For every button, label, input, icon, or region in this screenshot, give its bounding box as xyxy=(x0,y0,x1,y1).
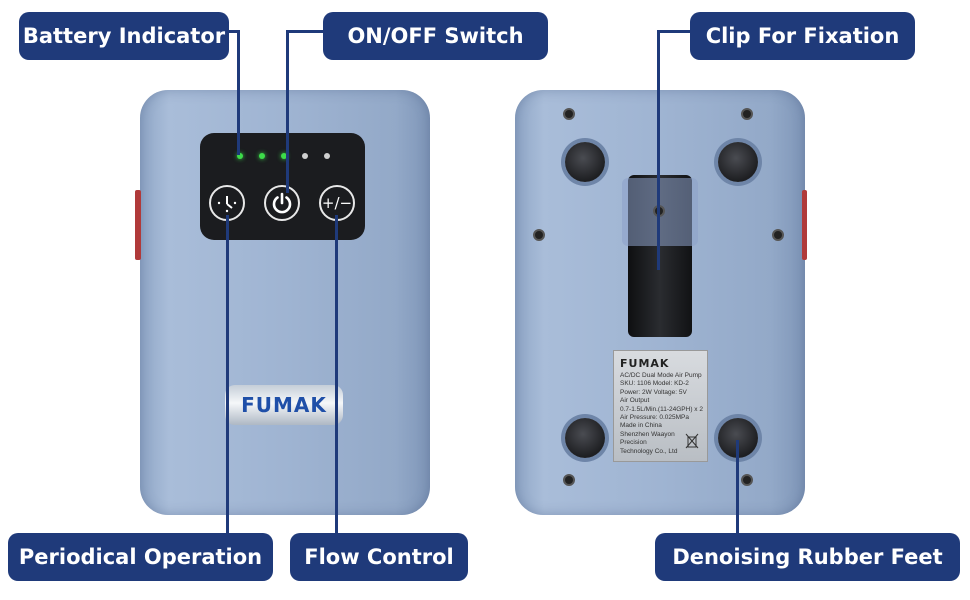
battery-led xyxy=(281,153,287,159)
leader-line xyxy=(286,30,289,193)
clip-for-fixation-label: Clip For Fixation xyxy=(690,12,915,60)
nameplate-line: Made in China xyxy=(620,422,662,430)
front-brand-plate: FUMAK xyxy=(225,385,343,425)
leader-line xyxy=(736,440,739,535)
nameplate-line: SKU: 1106 Model: KD-2 xyxy=(620,380,689,388)
nameplate-line: 0.7-1.5L/Min.(11-24GPH) x 2 xyxy=(620,405,703,413)
screw xyxy=(563,474,575,486)
rubber-foot xyxy=(565,418,605,458)
leader-line xyxy=(657,30,693,33)
screw xyxy=(741,474,753,486)
clock-icon xyxy=(217,196,237,213)
brand-logo: FUMAK xyxy=(241,393,327,417)
battery-led xyxy=(237,153,243,159)
leader-line xyxy=(657,30,660,270)
rubber-foot xyxy=(565,142,605,182)
battery-indicator-label: Battery Indicator xyxy=(19,12,229,60)
battery-led xyxy=(324,153,330,159)
on-off-switch-label: ON/OFF Switch xyxy=(323,12,548,60)
side-button xyxy=(135,190,141,260)
side-button-back xyxy=(802,190,807,260)
denoising-rubber-feet-label: Denoising Rubber Feet xyxy=(655,533,960,581)
periodical-operation-label: Periodical Operation xyxy=(8,533,273,581)
nameplate-brand: FUMAK xyxy=(620,357,670,370)
battery-led xyxy=(302,153,308,159)
leader-line xyxy=(335,215,338,533)
nameplate-line: Air Output xyxy=(620,397,650,405)
nameplate-line: Air Pressure: 0.025MPa xyxy=(620,414,690,422)
flow-control-label: Flow Control xyxy=(290,533,468,581)
screw xyxy=(533,229,545,241)
screw xyxy=(772,229,784,241)
battery-led xyxy=(259,153,265,159)
screw xyxy=(741,108,753,120)
nameplate-line: Power: 2W Voltage: 5V xyxy=(620,388,687,396)
leader-line xyxy=(237,30,240,155)
weee-bin-icon xyxy=(685,433,699,449)
rubber-foot xyxy=(718,142,758,182)
power-icon xyxy=(272,192,292,214)
nameplate-line: AC/DC Dual Mode Air Pump xyxy=(620,372,702,379)
leader-line xyxy=(228,30,240,33)
leader-line xyxy=(286,30,326,33)
power-button[interactable] xyxy=(264,185,300,221)
nameplate-line: Precision xyxy=(620,439,647,447)
control-panel: +/− xyxy=(200,133,365,240)
screw xyxy=(563,108,575,120)
leader-line xyxy=(226,215,229,533)
plus-minus-icon: +/− xyxy=(321,194,353,212)
nameplate-line: Shenzhen Waayon xyxy=(620,430,675,438)
nameplate-line: Technology Co., Ltd xyxy=(620,447,678,455)
